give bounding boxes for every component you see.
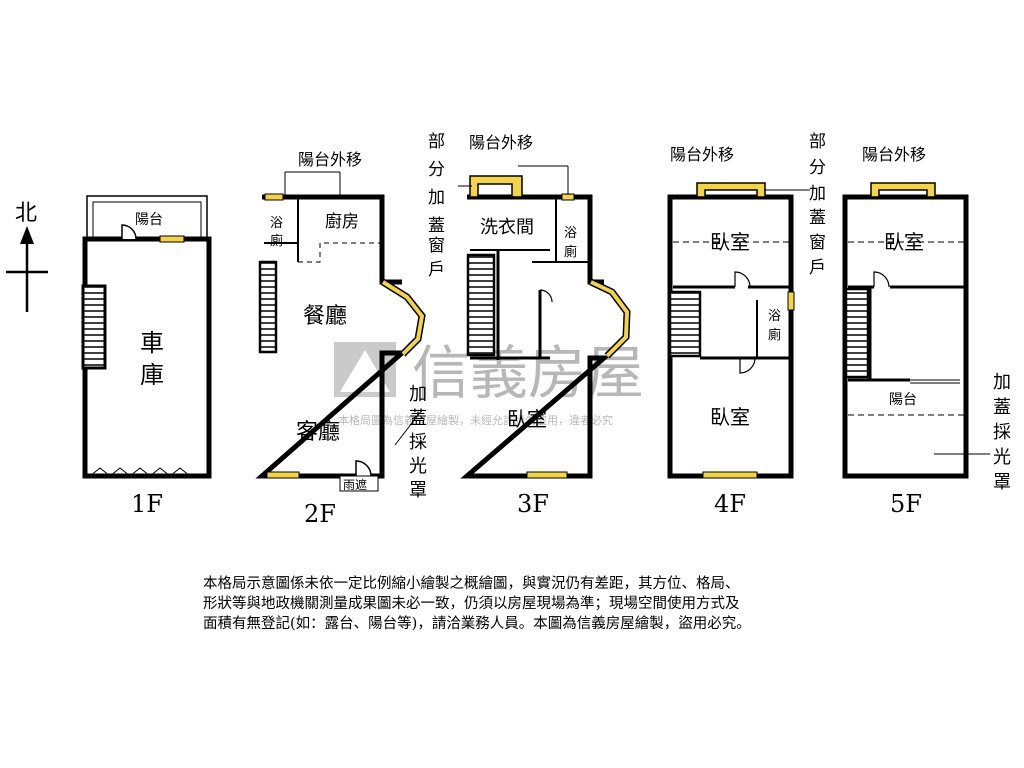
annotation: 蓋 xyxy=(428,216,445,236)
stairs xyxy=(668,290,702,358)
room-label: 洗衣間 xyxy=(480,217,534,238)
annotation: 分 xyxy=(809,158,826,178)
floor-label: 4F xyxy=(714,490,746,518)
annotation: 陽台外移 xyxy=(670,145,734,164)
compass-arrowhead xyxy=(20,226,34,244)
room-label: 廚房 xyxy=(325,211,359,232)
annotation: 罩 xyxy=(409,480,427,501)
annotation: 窗 xyxy=(809,233,826,253)
door xyxy=(873,271,890,288)
floor-2f: 陽台外移 浴 廁 廚房 餐廳 客廳 雨遮 加 蓋 採 光 罩 2F xyxy=(255,150,427,528)
annotation: 採 xyxy=(993,422,1011,443)
window xyxy=(787,291,795,311)
door xyxy=(734,271,751,288)
door xyxy=(355,460,372,477)
floor-label: 3F xyxy=(517,490,549,518)
annotation: 陽台外移 xyxy=(862,145,926,164)
window xyxy=(526,471,568,479)
annotation: 蓋 xyxy=(809,208,826,228)
garage-door xyxy=(89,467,191,477)
annotation: 加 xyxy=(428,188,445,208)
room-label: 臥室 xyxy=(710,230,750,254)
north-compass: 北 xyxy=(6,201,48,312)
annotation: 戶 xyxy=(809,258,826,278)
annotation: 蓋 xyxy=(409,408,427,429)
window xyxy=(264,193,284,201)
rain-shelter xyxy=(339,475,379,492)
annotation: 陽台外移 xyxy=(469,133,533,152)
window xyxy=(266,471,300,479)
room-label: 餐廳 xyxy=(303,304,347,329)
annotation: 罩 xyxy=(993,472,1011,493)
room-label: 浴 xyxy=(564,226,577,241)
annotation: 陽台外移 xyxy=(298,150,362,169)
window xyxy=(159,235,185,243)
annotation: 蓋 xyxy=(993,397,1011,418)
floor-3f: 陽台外移 部 分 加 蓋 窗 戶 洗衣間 浴 廁 臥室 3F xyxy=(428,132,631,518)
room-label: 臥室 xyxy=(884,230,924,254)
room-label: 雨遮 xyxy=(343,477,367,492)
stairs xyxy=(258,260,278,354)
floor-1f: 陽台 車 庫 1F xyxy=(81,195,212,518)
annotation: 窗 xyxy=(428,236,445,256)
door xyxy=(739,357,756,374)
room-label: 浴 xyxy=(768,309,781,324)
room-label: 浴 xyxy=(270,216,283,231)
annotation: 戶 xyxy=(428,260,445,280)
balcony-extension xyxy=(696,182,766,198)
annotation: 分 xyxy=(428,160,445,180)
room-label: 陽台 xyxy=(889,392,917,408)
bay-window xyxy=(381,280,425,356)
room-label: 客廳 xyxy=(296,420,340,445)
room-label: 庫 xyxy=(140,361,164,389)
disclaimer: 本格局示意圖係未依一定比例縮小繪製之概繪圖，與實況仍有差距，其方位、格局、 形狀… xyxy=(203,574,863,634)
room-label: 臥室 xyxy=(710,405,750,429)
disclaimer-line: 形狀等與地政機關測量成果圖未必一致，仍須以房屋現場為準；現場空間使用方式及 xyxy=(203,596,740,612)
window xyxy=(702,471,758,479)
annotation: 採 xyxy=(409,432,427,453)
stairs xyxy=(844,287,870,379)
room-label: 廁 xyxy=(270,233,283,249)
annotation: 光 xyxy=(993,447,1011,468)
compass-label: 北 xyxy=(15,201,37,226)
floor-4f: 陽台外移 部 分 加 蓋 窗 戶 臥室 浴 廁 臥室 4F xyxy=(667,132,826,518)
room-label: 車 xyxy=(140,329,164,357)
floor-label: 5F xyxy=(890,490,922,518)
annotation: 加 xyxy=(993,372,1011,393)
floor-label: 2F xyxy=(304,500,336,528)
balcony-extension xyxy=(469,175,523,198)
annotation: 加 xyxy=(409,384,427,405)
disclaimer-line: 本格局示意圖係未依一定比例縮小繪製之概繪圖，與實況仍有差距，其方位、格局、 xyxy=(203,576,740,592)
floor-label: 1F xyxy=(131,490,163,518)
annotation: 光 xyxy=(409,456,427,477)
door xyxy=(539,289,553,303)
floor-2f-outline xyxy=(255,194,409,479)
door xyxy=(121,224,137,240)
room-label: 臥室 xyxy=(507,407,547,431)
floor-5f: 陽台外移 臥室 陽台 加 蓋 採 光 罩 5F xyxy=(842,145,1011,518)
disclaimer-line: 面積有無登記(如：露台、陽台等)，請洽業務人員。本圖為信義房屋繪製，盜用必究。 xyxy=(203,616,751,632)
annotation: 部 xyxy=(809,132,826,152)
annotation: 加 xyxy=(809,184,826,204)
room-label: 陽台 xyxy=(135,212,163,228)
stairs xyxy=(81,284,107,370)
watermark-brand: 信義房屋 xyxy=(412,339,644,407)
room-label: 廁 xyxy=(564,244,577,260)
room-label: 廁 xyxy=(768,327,781,343)
stairs xyxy=(466,253,496,357)
annotation: 部 xyxy=(428,132,445,152)
bay-window xyxy=(590,280,630,358)
balcony-extension xyxy=(870,182,936,198)
watermark-notice: 本格局圖為信義房屋繪製，未經允許請勿盜用，違者必究 xyxy=(338,413,613,427)
